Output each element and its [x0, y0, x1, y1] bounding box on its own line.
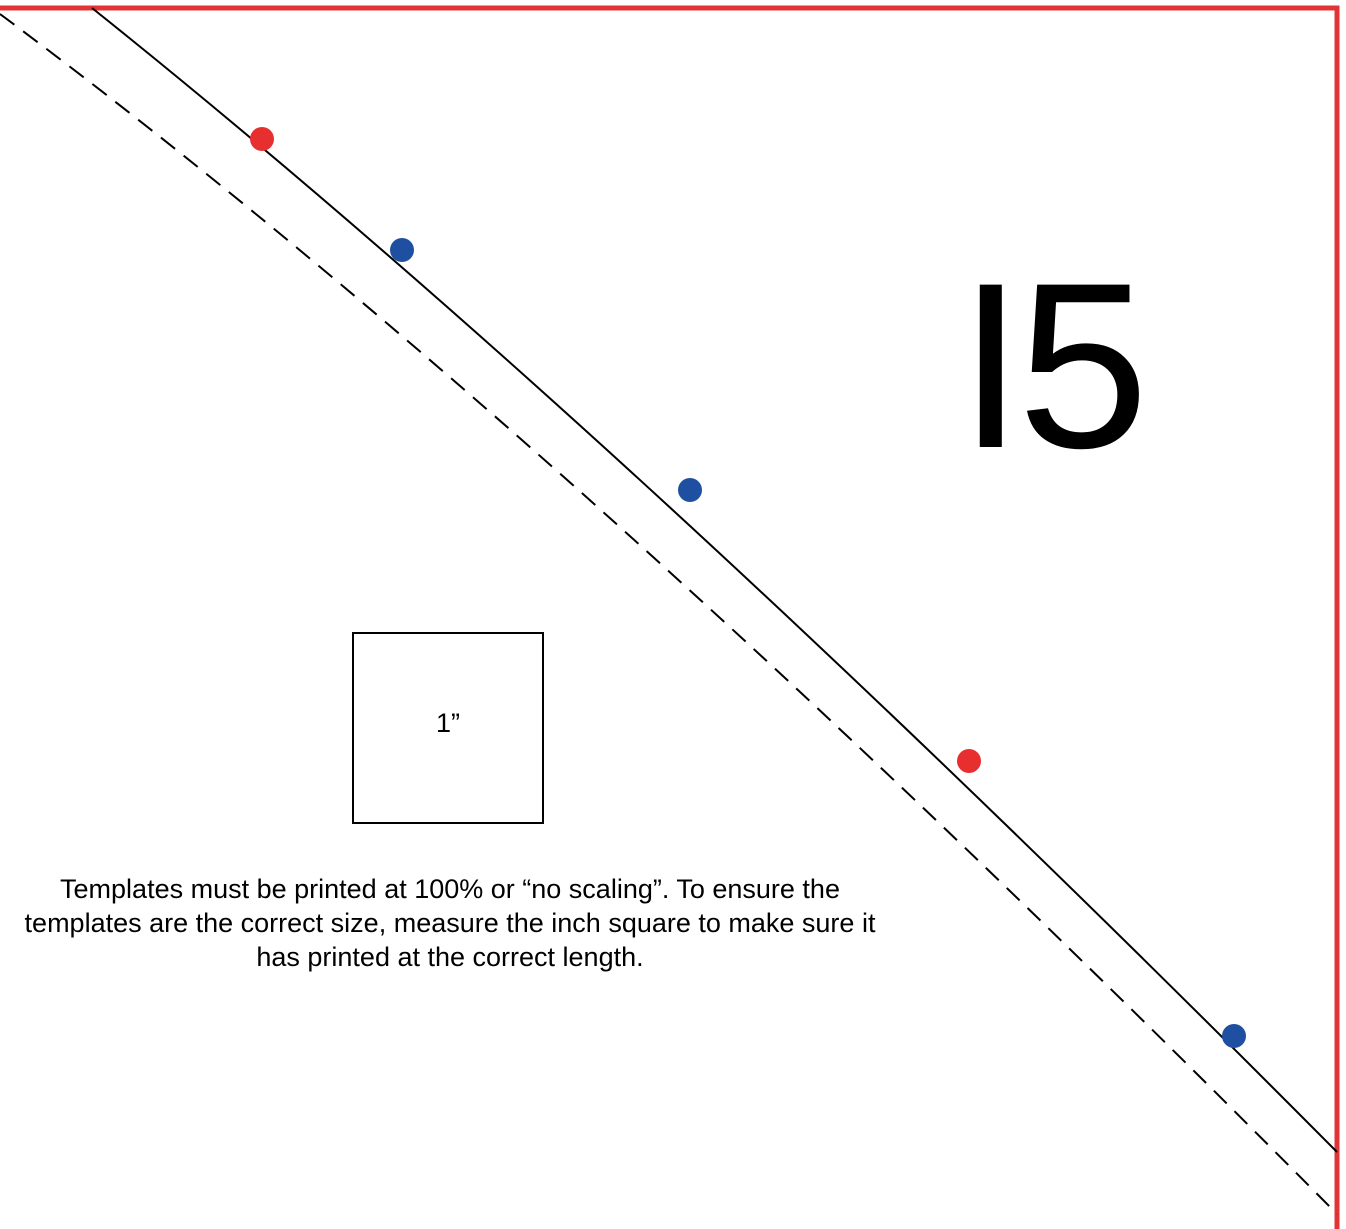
blue-match-dot — [678, 478, 702, 502]
piece-label: I5 — [958, 234, 1149, 498]
inch-square-label: 1” — [435, 707, 460, 738]
red-match-dot — [250, 127, 274, 151]
print-instructions: Templates must be printed at 100% or “no… — [24, 874, 876, 972]
sewing-line — [91, 7, 1338, 1153]
inch-square: 1” — [352, 632, 544, 824]
red-match-dot — [957, 749, 981, 773]
blue-match-dot — [390, 238, 414, 262]
cutting-line-dashed — [0, 13, 1338, 1215]
blue-match-dot — [1222, 1024, 1246, 1048]
template-border — [0, 5, 1340, 1229]
